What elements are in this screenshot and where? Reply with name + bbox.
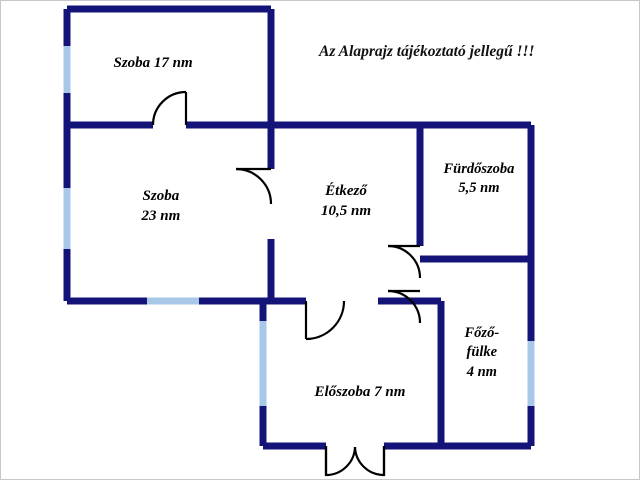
room-label-line: 23 nm <box>141 207 181 224</box>
room-label-szoba-23: Szoba 23 nm <box>142 186 181 227</box>
room-label-line: 10,5 nm <box>321 202 372 219</box>
door-leaf-right <box>353 446 386 477</box>
room-label-line: Szoba 17 nm <box>113 55 193 71</box>
door-leaf-left <box>324 446 357 477</box>
door-swing-arc <box>151 90 187 126</box>
door-swing-arc <box>387 244 422 279</box>
room-label-line: Fürdőszoba <box>443 160 515 177</box>
room-label-furdoszoba: Fürdőszoba 5,5 nm <box>444 160 515 199</box>
walls-layer <box>63 5 535 450</box>
room-label-line: Előszoba 7 nm <box>314 384 406 400</box>
room-label-eloszoba: Előszoba 7 nm <box>315 382 406 402</box>
room-label-line: Étkező <box>325 182 367 199</box>
room-label-line: 4 nm <box>466 363 497 380</box>
room-label-etkezo: Étkező 10,5 nm <box>321 181 371 222</box>
room-label-szoba-17: Szoba 17 nm <box>114 53 193 73</box>
room-label-line: Szoba <box>142 187 180 204</box>
room-label-line: 5,5 nm <box>458 180 500 197</box>
door-swing-arc <box>387 289 422 324</box>
doors-layer <box>151 90 422 477</box>
room-label-fozofulke: Főző-fülke 4 nm <box>465 324 500 383</box>
room-label-line: fülke <box>466 344 498 361</box>
room-label-line: Főző- <box>464 324 500 341</box>
windows-layer <box>63 46 535 406</box>
door-swing-arc <box>305 300 346 341</box>
disclaimer-note: Az Alaprajz tájékoztató jellegű !!! <box>319 43 535 60</box>
door-swing-arc <box>235 167 273 205</box>
